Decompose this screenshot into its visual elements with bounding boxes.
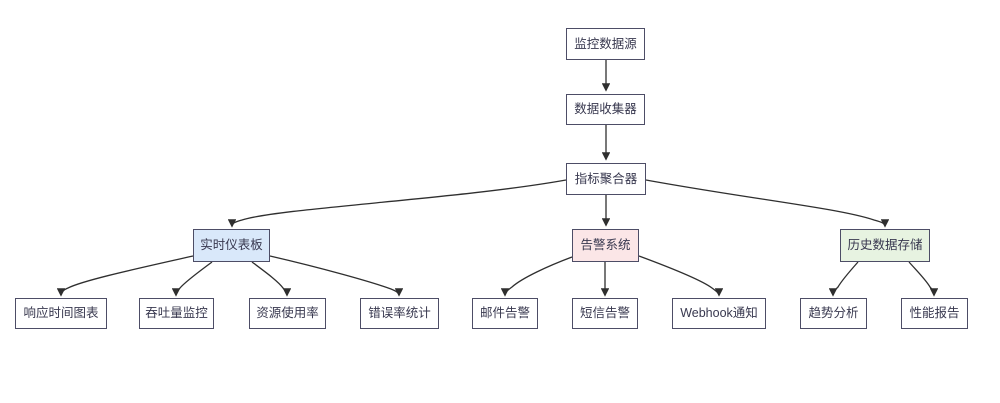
node-email-alert: 邮件告警 [472, 298, 538, 329]
edge-dashboard-to-resource [251, 261, 292, 297]
node-monitoring-data-source: 监控数据源 [566, 28, 645, 60]
node-response-time-chart: 响应时间图表 [15, 298, 107, 329]
node-webhook-notify: Webhook通知 [672, 298, 766, 329]
edge-dashboard-to-throughput [171, 261, 213, 297]
node-history-data-storage: 历史数据存储 [840, 229, 930, 262]
node-trend-analysis: 趋势分析 [800, 298, 867, 329]
edge-alert-to-webhook [638, 255, 724, 297]
node-realtime-dashboard: 实时仪表板 [193, 229, 270, 262]
node-alert-system: 告警系统 [572, 229, 639, 262]
node-error-rate-stats: 错误率统计 [360, 298, 439, 329]
node-data-collector: 数据收集器 [566, 94, 645, 125]
edge-aggregator-to-storage [645, 179, 890, 228]
edge-storage-to-report [908, 261, 939, 297]
edge-dashboard-to-errorrate [269, 255, 404, 297]
node-metrics-aggregator: 指标聚合器 [566, 163, 646, 195]
node-performance-report: 性能报告 [901, 298, 968, 329]
edge-aggregator-to-dashboard [227, 179, 567, 228]
node-throughput-monitor: 吞吐量监控 [139, 298, 214, 329]
edge-dashboard-to-response [56, 255, 194, 297]
node-sms-alert: 短信告警 [572, 298, 638, 329]
edge-storage-to-trend [828, 261, 859, 297]
node-resource-usage: 资源使用率 [249, 298, 326, 329]
edge-alert-to-email [500, 256, 573, 297]
